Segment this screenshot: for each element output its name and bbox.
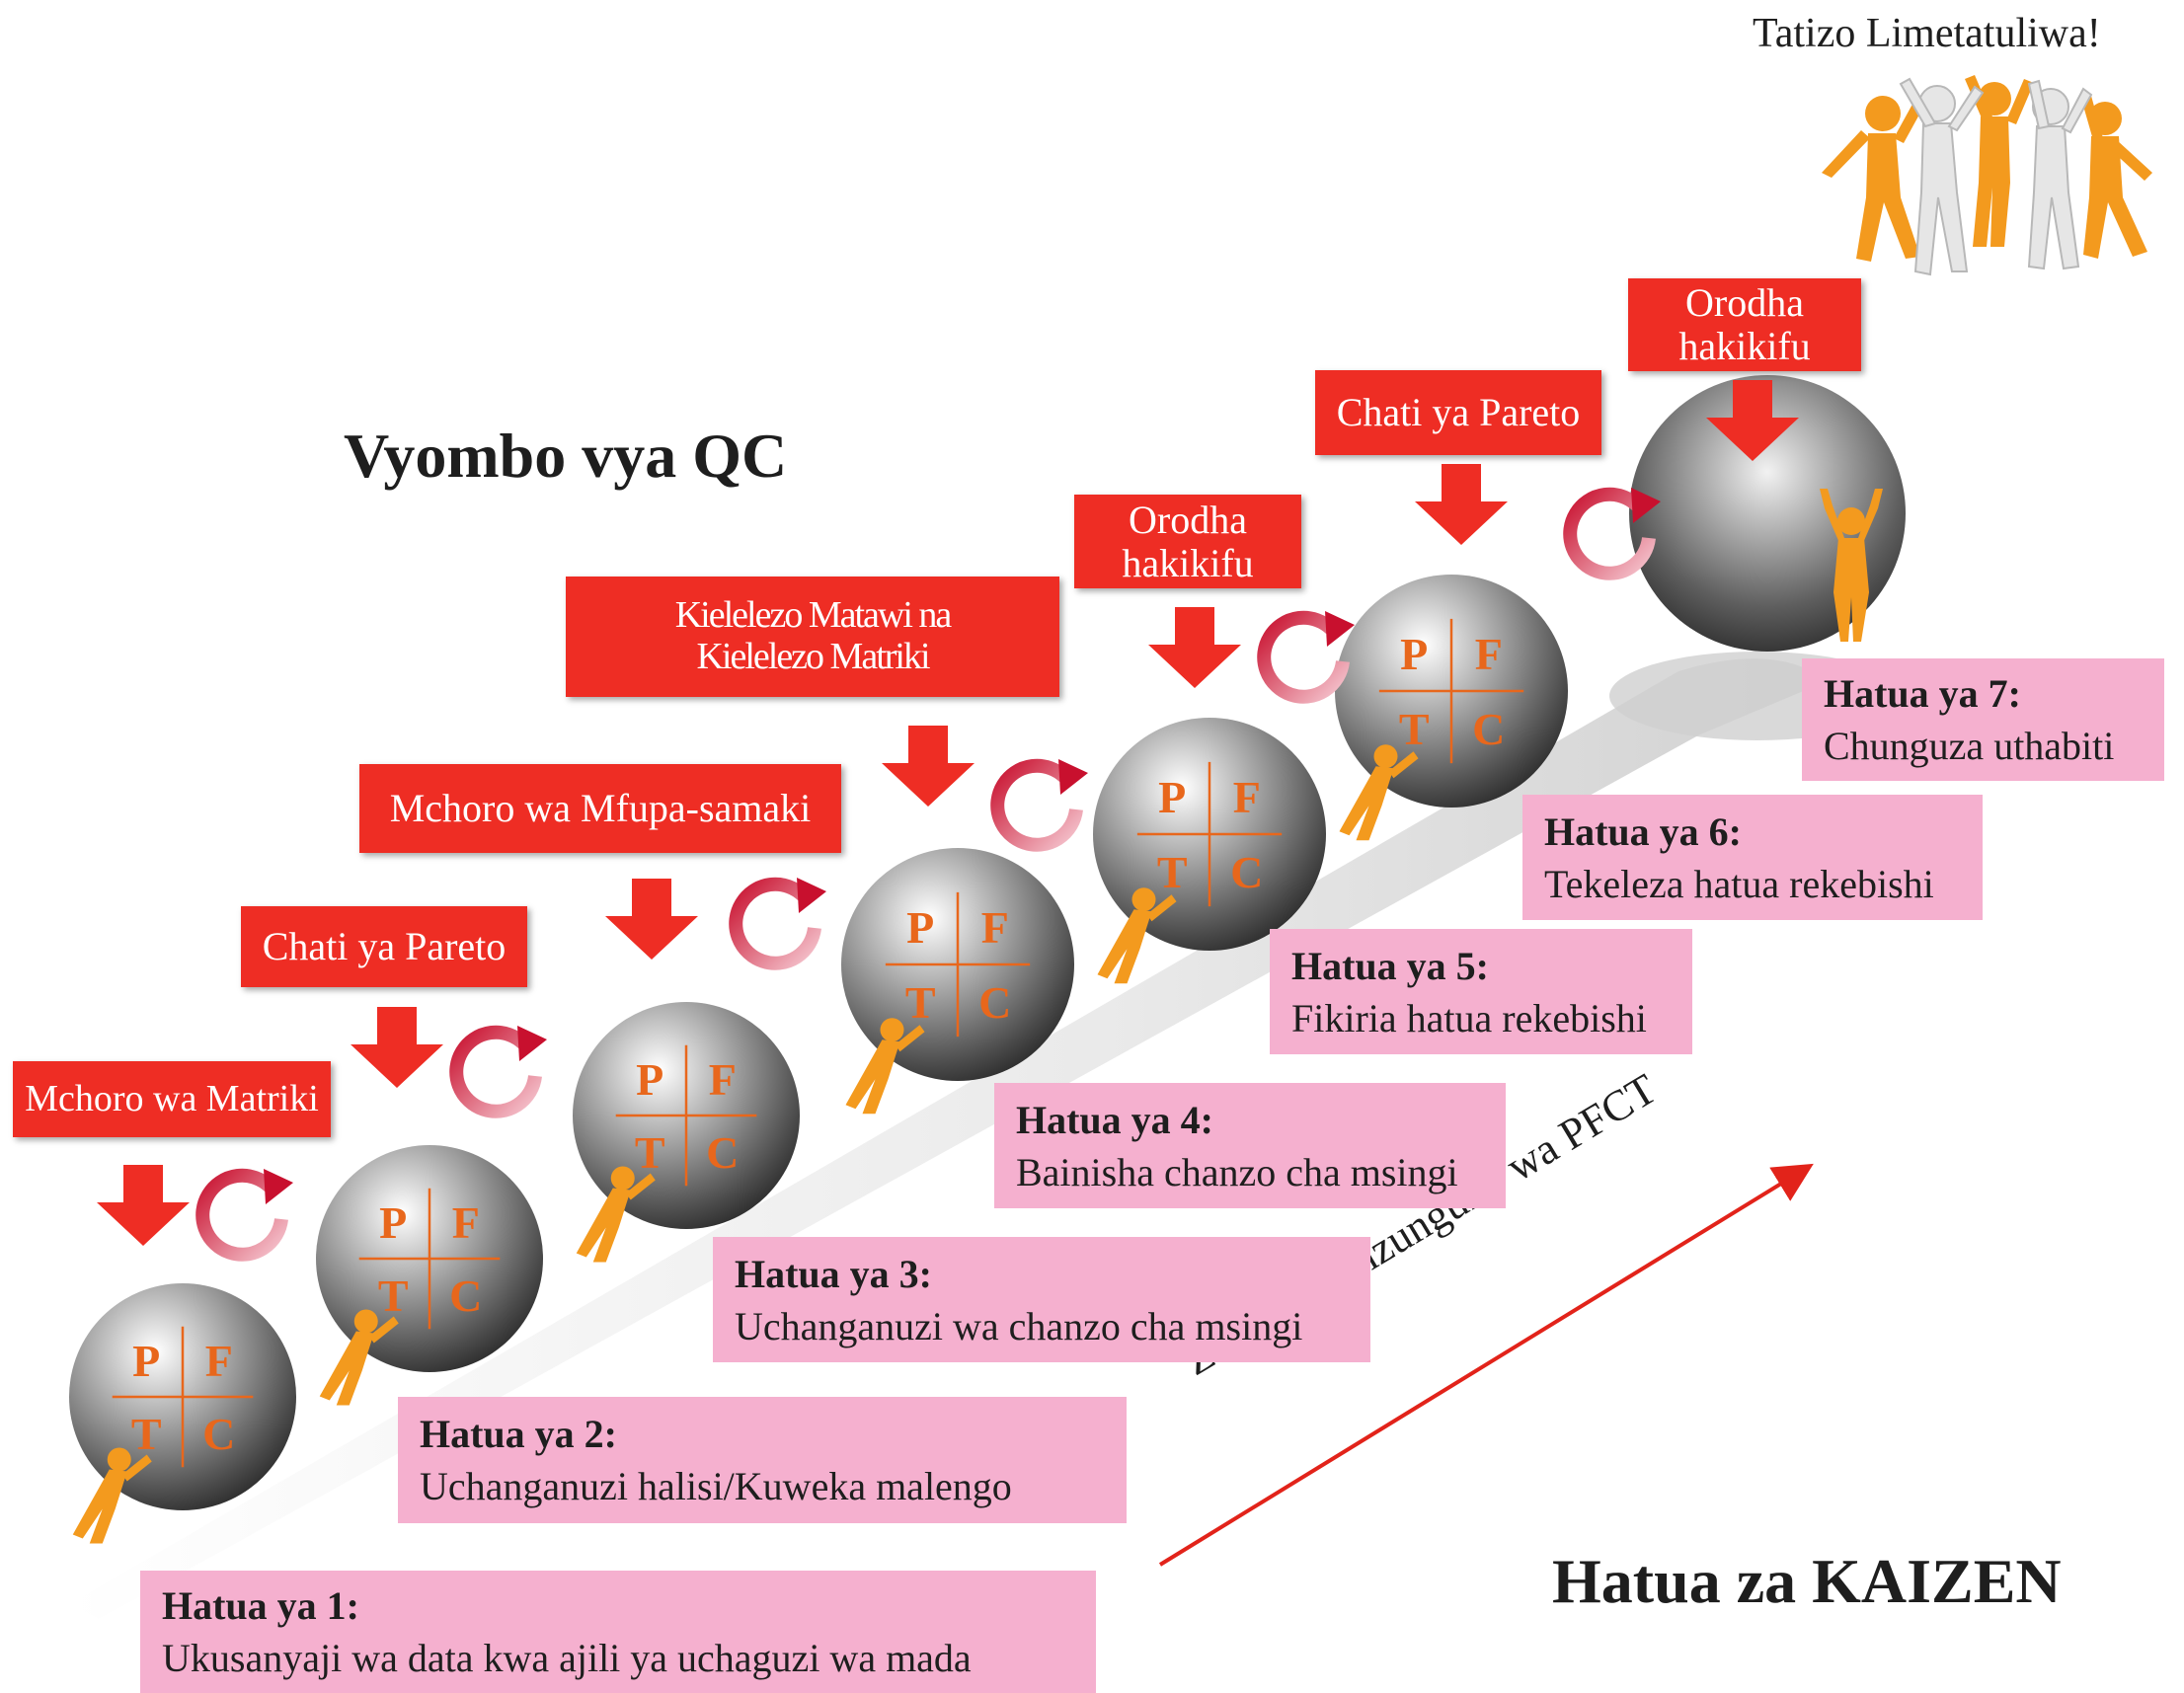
tool-box-6: Chati ya Pareto xyxy=(1315,370,1601,455)
step-description: Uchanganuzi wa chanzo cha msingi xyxy=(735,1303,1303,1348)
quadrant-letter: P xyxy=(636,1054,663,1105)
cycle-icon xyxy=(1257,610,1355,704)
kaizen-steps-heading: Hatua za KAIZEN xyxy=(1552,1546,2062,1616)
step-title: Hatua ya 5: xyxy=(1291,943,1489,988)
step-title: Hatua ya 3: xyxy=(735,1251,932,1296)
down-arrow xyxy=(605,879,698,960)
down-arrow xyxy=(882,726,975,807)
cycle-icon xyxy=(449,1025,547,1118)
summit-sphere xyxy=(1629,375,1906,652)
step-description: Bainisha chanzo cha msingi xyxy=(1016,1149,1458,1194)
quadrant-letter: F xyxy=(1475,629,1503,679)
quadrant-letter: F xyxy=(709,1054,737,1105)
tool-box-7: Orodha hakikifu xyxy=(1628,278,1861,371)
quadrant-letter: C xyxy=(1230,847,1263,897)
step-description: Tekeleza hatua rekebishi xyxy=(1544,861,1934,906)
step-description: Uchanganuzi halisi/Kuweka malengo xyxy=(420,1464,1012,1508)
step-title: Hatua ya 6: xyxy=(1544,808,1742,854)
solved-caption: Tatizo Limetatuliwa! xyxy=(1753,11,2101,56)
quadrant-letter: F xyxy=(452,1197,480,1248)
quadrant-letter: P xyxy=(906,902,934,953)
step-box-7: Hatua ya 7: Chunguza uthabiti xyxy=(1802,658,2164,781)
down-arrow xyxy=(351,1007,443,1088)
celebration-group-illustration xyxy=(1822,75,2152,276)
step-title: Hatua ya 1: xyxy=(162,1583,359,1628)
cycle-icon xyxy=(990,758,1088,852)
quadrant-letter: P xyxy=(1400,629,1428,679)
quadrant-letter: T xyxy=(131,1409,162,1459)
pushing-figure xyxy=(1339,744,1419,841)
step-box-2: Hatua ya 2: Uchanganuzi halisi/Kuweka ma… xyxy=(398,1397,1127,1523)
step-box-4: Hatua ya 4: Bainisha chanzo cha msingi xyxy=(994,1083,1506,1208)
celebrating-figure xyxy=(1820,489,1883,642)
pushing-figure xyxy=(576,1166,656,1263)
quadrant-letter: T xyxy=(905,977,936,1028)
tool-label: Chati ya Pareto xyxy=(1336,390,1581,434)
tool-box-1: Mchoro wa Matriki xyxy=(13,1061,331,1137)
tool-label-line-1: Orodha xyxy=(1129,497,1247,542)
pushing-figure xyxy=(1097,887,1177,984)
quadrant-letter: F xyxy=(1233,772,1261,822)
tool-box-2: Chati ya Pareto xyxy=(241,906,527,987)
step-box-6: Hatua ya 6: Tekeleza hatua rekebishi xyxy=(1522,795,1983,920)
quadrant-letter: T xyxy=(1157,847,1188,897)
quadrant-letter: T xyxy=(635,1127,665,1178)
quadrant-letter: C xyxy=(706,1127,739,1178)
step-description: Chunguza uthabiti xyxy=(1824,724,2115,768)
tool-label-line-2: hakikifu xyxy=(1122,540,1254,585)
down-arrow xyxy=(97,1165,190,1246)
quadrant-letter: T xyxy=(378,1270,409,1321)
step-title: Hatua ya 7: xyxy=(1824,671,2021,716)
quadrant-letter: T xyxy=(1399,704,1430,754)
step-box-5: Hatua ya 5: Fikiria hatua rekebishi xyxy=(1270,929,1692,1054)
quadrant-letter: P xyxy=(379,1197,407,1248)
step-description: Fikiria hatua rekebishi xyxy=(1291,995,1647,1040)
pushing-figure xyxy=(72,1447,152,1544)
quadrant-letter: F xyxy=(205,1336,233,1386)
quadrant-letter: P xyxy=(132,1336,160,1386)
quadrant-letter: C xyxy=(978,977,1011,1028)
quadrant-letter: C xyxy=(202,1409,235,1459)
down-arrow xyxy=(1148,607,1241,688)
down-arrow xyxy=(1415,464,1508,545)
quadrant-letter: F xyxy=(981,902,1009,953)
quadrant-letter: P xyxy=(1158,772,1186,822)
slope-ramp xyxy=(69,658,1827,1619)
tool-label-line-2: hakikifu xyxy=(1678,324,1811,368)
step-box-3: Hatua ya 3: Uchanganuzi wa chanzo cha ms… xyxy=(713,1237,1370,1362)
cycle-direction-arrow xyxy=(1158,1163,1814,1567)
step-title: Hatua ya 4: xyxy=(1016,1097,1213,1142)
step-description: Ukusanyaji wa data kwa ajili ya uchaguzi… xyxy=(162,1636,972,1680)
pushing-figure xyxy=(845,1018,925,1115)
step-box-1: Hatua ya 1: Ukusanyaji wa data kwa ajili… xyxy=(140,1571,1096,1693)
tool-label-line-1: Kielelezo Matawi na xyxy=(674,594,953,637)
step-title: Hatua ya 2: xyxy=(420,1412,617,1456)
tool-label: Mchoro wa Matriki xyxy=(25,1077,319,1119)
cycle-icon xyxy=(1563,487,1661,580)
pushing-figure xyxy=(319,1309,399,1406)
cycle-icon xyxy=(195,1168,293,1262)
tool-box-4: Kielelezo Matawi na Kielelezo Matriki xyxy=(566,577,1059,697)
quadrant-letter: C xyxy=(449,1270,482,1321)
tool-label: Chati ya Pareto xyxy=(262,924,507,968)
cycle-icon xyxy=(729,877,826,970)
tool-box-3: Mchoro wa Mfupa-samaki xyxy=(359,764,841,853)
qc-tools-heading: Vyombo vya QC xyxy=(344,421,788,491)
down-arrow xyxy=(1706,380,1799,461)
quadrant-letter: C xyxy=(1472,704,1505,754)
tool-label: Mchoro wa Mfupa-samaki xyxy=(389,786,812,830)
tool-box-5: Orodha hakikifu xyxy=(1074,495,1301,588)
tool-label-line-2: Kielelezo Matriki xyxy=(696,636,930,677)
tool-label-line-1: Orodha xyxy=(1685,280,1804,325)
